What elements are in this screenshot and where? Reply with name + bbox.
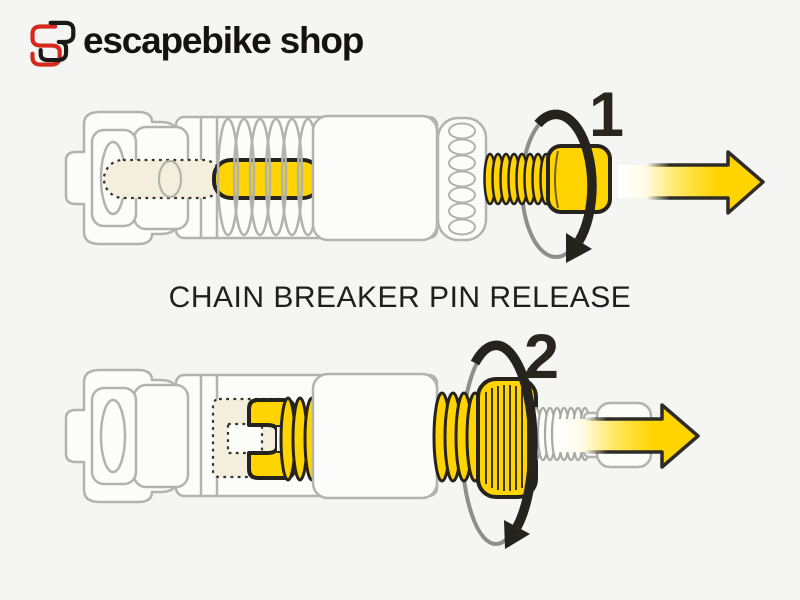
screw-thread-inner [279,396,321,482]
step-1-illustration [64,109,765,263]
brand-logo-icon [30,20,76,67]
rotation-arrow-icon [470,340,538,549]
diagram-title: CHAIN BREAKER PIN RELEASE [168,281,632,314]
step-2-illustration [64,340,700,549]
direction-arrow-icon [616,150,765,215]
screw-thread-yellow [483,152,553,206]
tool-barrel-cylinder [311,114,439,242]
brand-name: escapebike shop [83,20,364,61]
pin-ghost-outline [102,158,224,200]
rotation-arrow-icon [534,109,597,263]
direction-arrow-icon [554,403,700,469]
knurled-knob-gray [436,116,488,242]
pin-bolt-head [546,144,612,214]
step-number-1: 1 [589,80,625,150]
brand-header: escapebike shop [18,10,364,72]
step-number-2: 2 [524,322,560,392]
tool-barrel-cylinder [311,372,439,500]
screw-thread-yellow [432,391,485,483]
